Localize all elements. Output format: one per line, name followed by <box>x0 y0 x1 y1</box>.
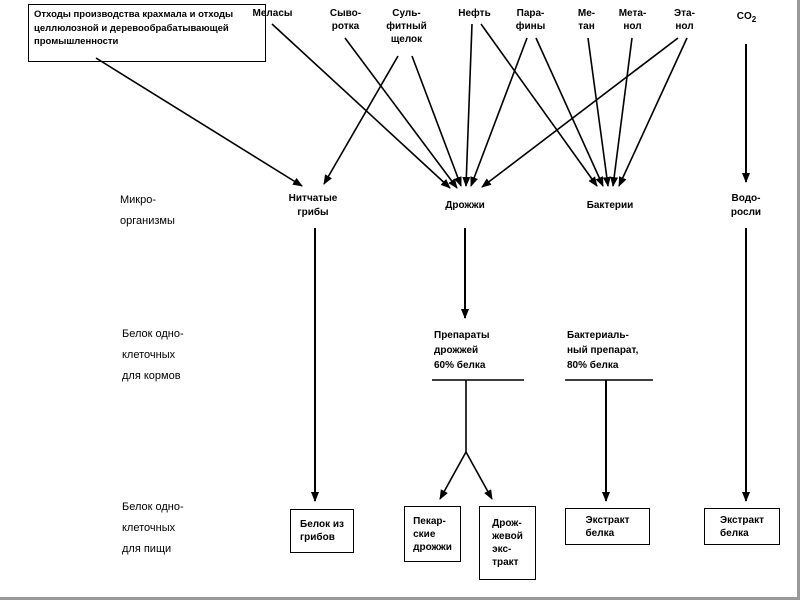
arrow-syvorotka-to-yeast <box>344 37 458 189</box>
microorganism-bacteria: Бактерии <box>586 200 634 211</box>
arrow-etanol-to-yeast <box>481 37 679 188</box>
food-product-yeast-extract: Дрож- жевой экс- тракт <box>479 506 536 580</box>
food-product-algae-extract: Экстракт белка <box>704 508 780 545</box>
arrow-parafiny-to-yeast <box>470 37 528 187</box>
row-label-feed-protein: Белок одно- клеточных для кормов <box>122 328 184 382</box>
food-product-bacteria-extract: Экстракт белка <box>565 508 650 545</box>
arrow-etanol-to-bacteria <box>618 37 688 187</box>
source-syvorotka: Сыво- ротка <box>329 8 362 32</box>
arrow-metan-to-bacteria <box>587 37 611 187</box>
arrow-split-to-baker-yeast <box>439 451 467 500</box>
source-melassy: Меласы <box>252 8 293 19</box>
source-waste-box: Отходы производства крахмала и отходы це… <box>28 4 266 62</box>
food-product-baker-yeast: Пекар- ские дрожжи <box>404 506 461 562</box>
feed-product-yeast-prep: Препараты дрожжей 60% белка <box>434 330 490 371</box>
arrow-waste-to-fungi <box>95 57 303 187</box>
microorganism-algae: Водо- росли <box>730 193 762 218</box>
source-metan: Ме- тан <box>577 8 596 32</box>
arrow-metanol-to-bacteria <box>610 37 633 187</box>
source-sulfit: Суль- фитный щелок <box>386 8 427 45</box>
row-label-food-protein: Белок одно- клеточных для пищи <box>122 501 184 555</box>
microorganism-yeast: Дрожжи <box>445 200 485 211</box>
co2-subscript: 2 <box>751 15 757 24</box>
source-etanol: Эта- нол <box>674 8 695 32</box>
row-label-microorganisms: Микро- организмы <box>120 194 175 227</box>
arrow-parafiny-to-bacteria <box>535 37 604 187</box>
food-product-fungi-protein: Белок из грибов <box>290 509 354 553</box>
source-co2: CO2 <box>724 10 769 26</box>
feed-product-bacteria-prep: Бактериаль- ный препарат, 80% белка <box>567 330 639 371</box>
arrow-sulfit-to-yeast <box>411 55 462 187</box>
arrow-sulfit-to-fungi <box>323 55 399 185</box>
arrow-neft-to-bacteria <box>480 23 598 187</box>
source-neft: Нефть <box>458 8 491 19</box>
arrow-split-to-yeast-extract <box>465 451 493 500</box>
arrow-melassy-to-yeast <box>271 23 451 189</box>
microorganism-fungi: Нитчатые грибы <box>288 193 338 218</box>
source-metanol: Мета- нол <box>618 8 647 32</box>
co2-text: CO <box>736 11 752 22</box>
source-parafiny: Пара- фины <box>515 8 546 32</box>
arrow-neft-to-yeast <box>462 23 473 187</box>
